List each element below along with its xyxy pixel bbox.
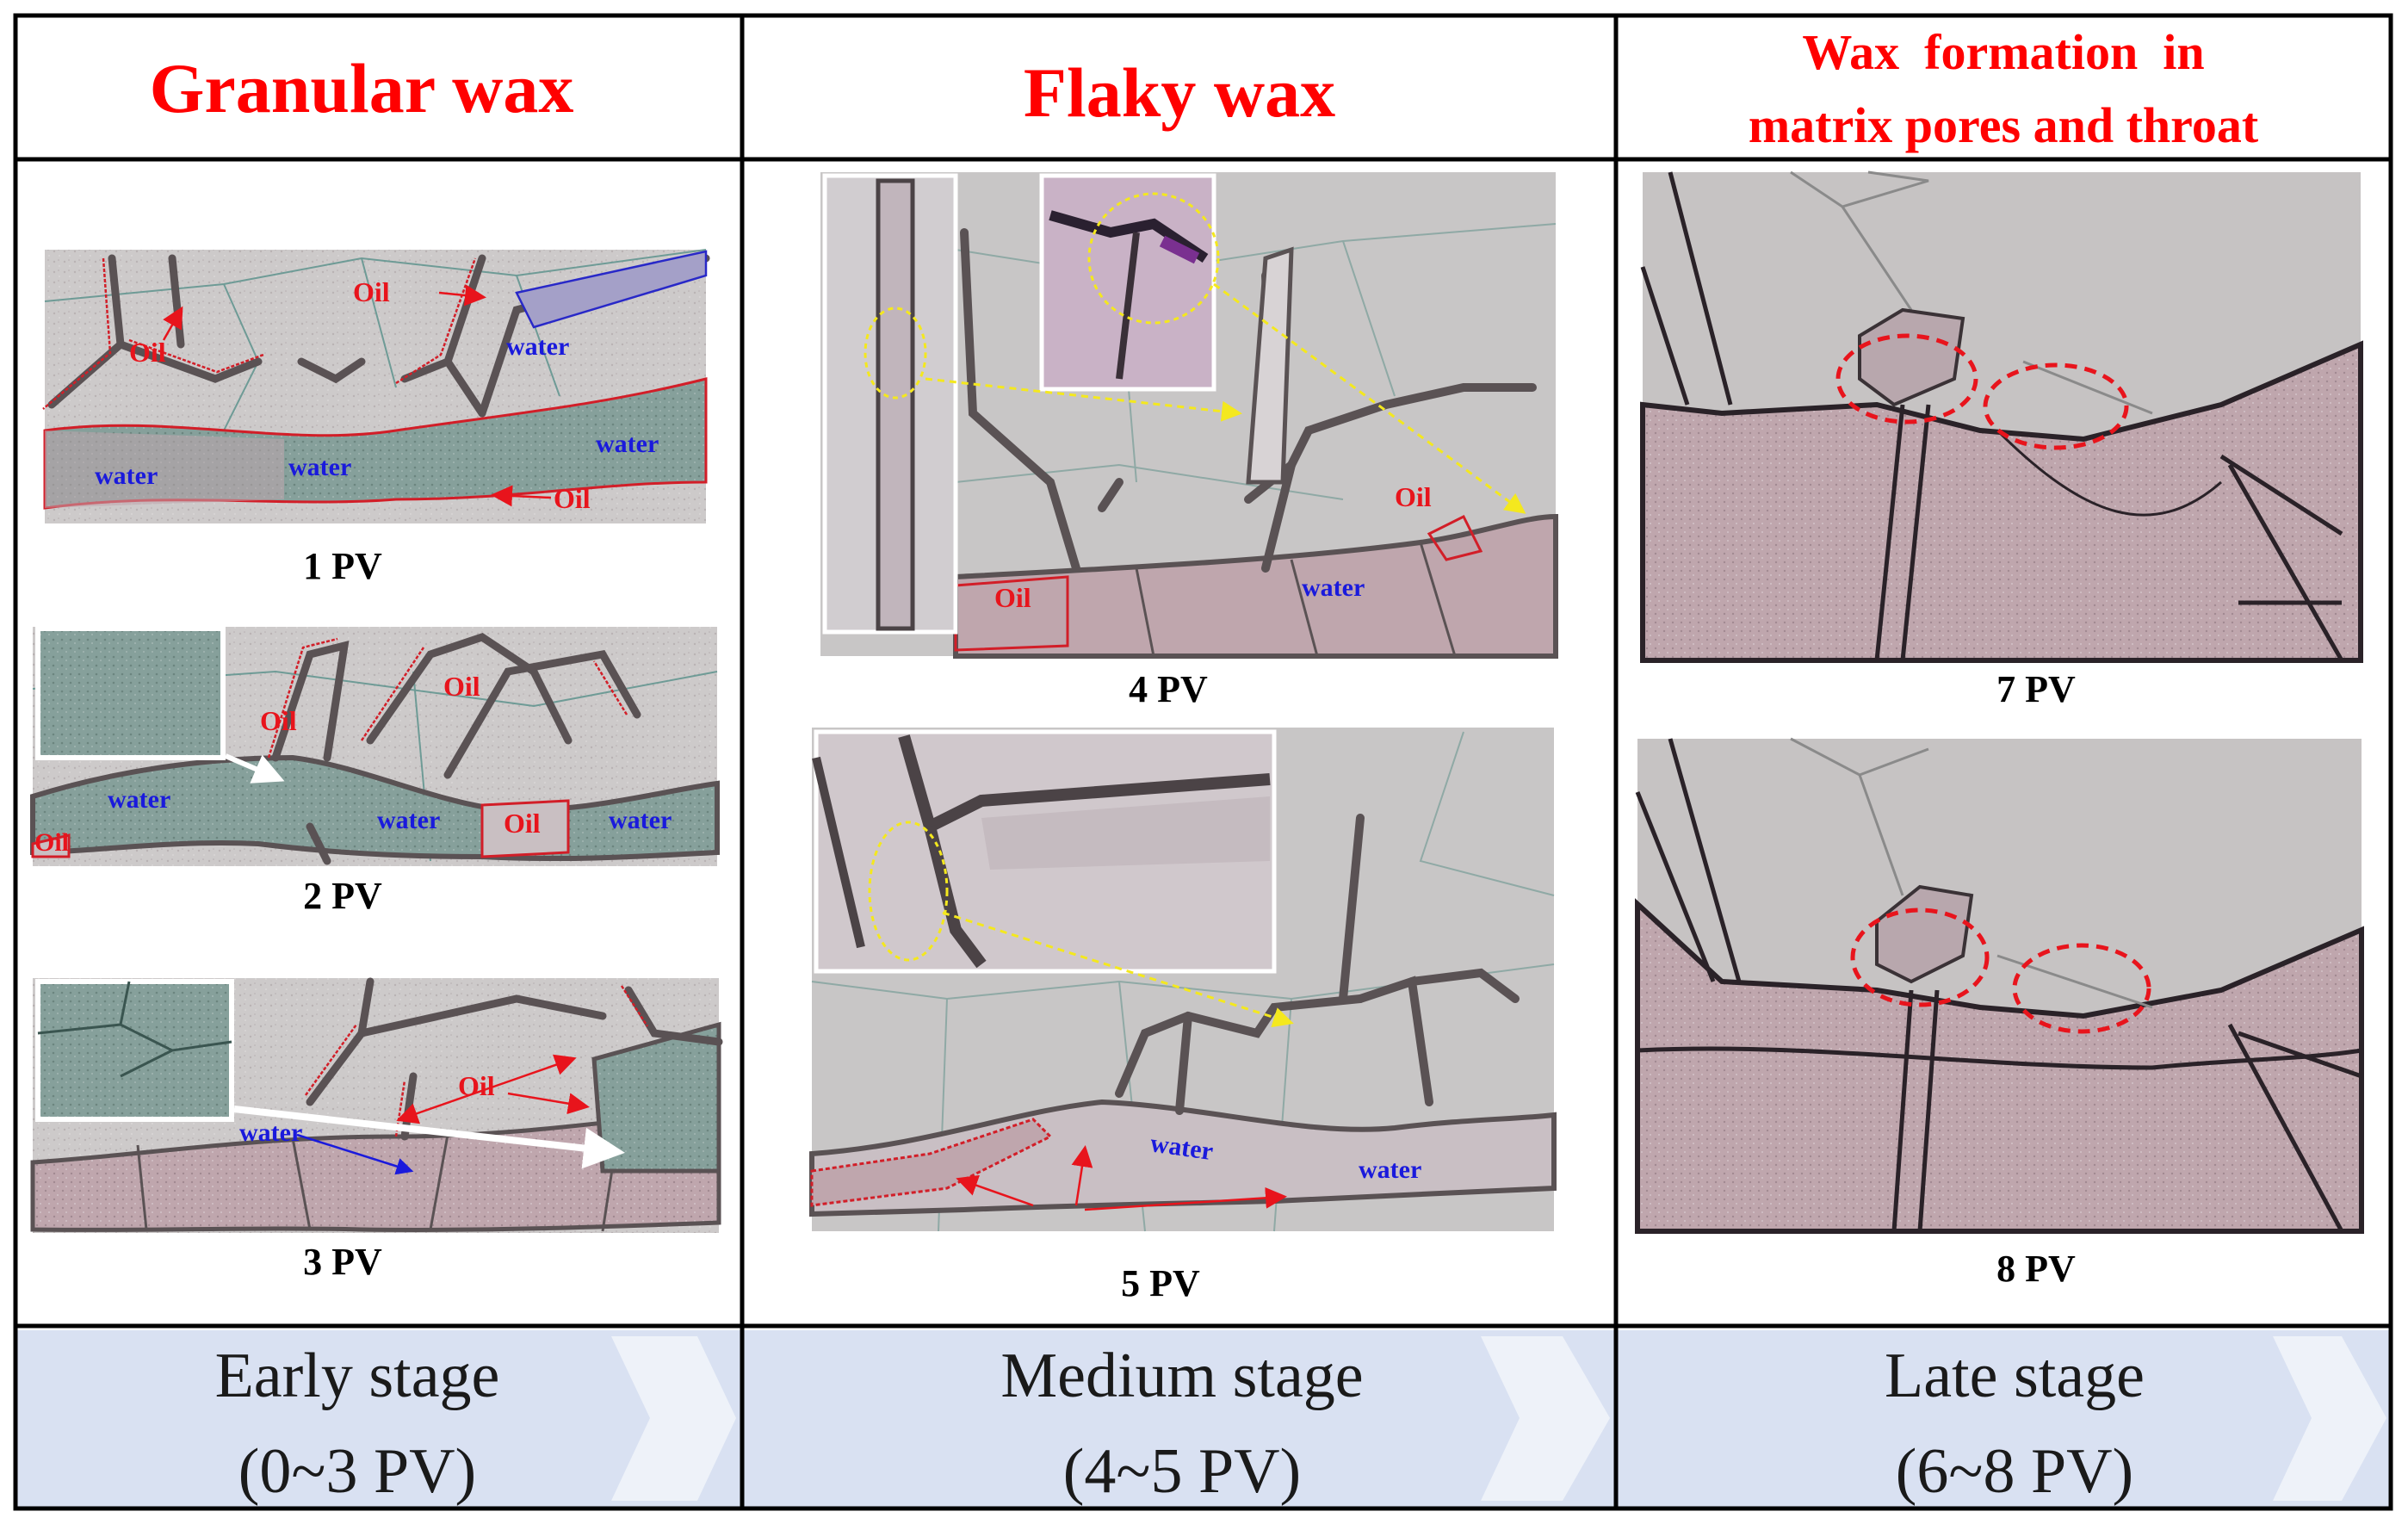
annotation-water: water — [1359, 1155, 1421, 1184]
chevron-late — [2273, 1336, 2386, 1501]
annotation-oil: Oil — [554, 483, 591, 514]
stage-medium-line1: Medium stage — [1000, 1341, 1363, 1411]
panel-label-4pv: 4 PV — [1129, 668, 1208, 710]
micrograph-2pv — [30, 626, 720, 866]
annotation-water: water — [609, 806, 672, 834]
chevron-medium — [1481, 1336, 1610, 1501]
stage-medium-line2: (4~5 PV) — [1063, 1436, 1301, 1507]
annotation-water: water — [288, 453, 351, 481]
header-matrix-line1: Wax formation in — [1802, 24, 2204, 80]
panel-label-5pv: 5 PV — [1121, 1262, 1200, 1304]
annotation-oil: Oil — [994, 582, 1031, 613]
annotation-water: water — [377, 806, 440, 834]
micrograph-4pv — [820, 172, 1558, 659]
micrograph-3pv — [30, 977, 723, 1233]
annotation-water: water — [596, 430, 659, 458]
annotation-water: water — [108, 785, 170, 814]
stage-late-line2: (6~8 PV) — [1896, 1436, 2133, 1507]
header-matrix-line2: matrix pores and throat — [1749, 97, 2259, 153]
annotation-oil: Oil — [458, 1070, 495, 1101]
oil-leader-arrows — [162, 284, 590, 1124]
annotation-water: water — [506, 332, 569, 361]
stage-early-line2: (0~3 PV) — [238, 1436, 476, 1507]
annotation-water: water — [95, 461, 158, 490]
annotation-oil: Oil — [443, 671, 480, 702]
panel-label-2pv: 2 PV — [303, 875, 382, 917]
header-granular-text: Granular wax — [150, 49, 574, 127]
stage-band-medium — [744, 1330, 1614, 1507]
stage-band-early — [17, 1330, 740, 1507]
stage-late-line1: Late stage — [1885, 1341, 2145, 1411]
annotation-oil: Oil — [504, 808, 541, 839]
stage-early-line1: Early stage — [215, 1341, 500, 1411]
micrograph-5pv — [809, 728, 1557, 1232]
panel-label-7pv: 7 PV — [1996, 668, 2076, 710]
header-granular: Granular wax — [150, 49, 574, 127]
annotation-water: water — [239, 1118, 302, 1147]
panel-label-1pv: 1 PV — [303, 545, 382, 587]
panel-label-8pv: 8 PV — [1996, 1248, 2076, 1290]
micrograph-7pv — [1640, 170, 2363, 663]
header-flaky: Flaky wax — [1024, 53, 1335, 132]
annotation-oil: Oil — [353, 276, 390, 307]
annotation-oil: Oil — [34, 828, 69, 857]
annotation-oil: Oil — [129, 337, 166, 368]
micrograph-1pv — [42, 249, 710, 523]
annotation-oil: Oil — [1395, 481, 1432, 512]
annotation-water: water — [1302, 573, 1365, 602]
micrograph-8pv — [1635, 737, 2364, 1234]
panel-label-3pv: 3 PV — [303, 1241, 382, 1283]
chevron-early — [611, 1336, 736, 1501]
stage-band-late — [1618, 1330, 2391, 1507]
annotation-oil: Oil — [260, 705, 297, 736]
header-flaky-text: Flaky wax — [1024, 53, 1335, 132]
table-grid — [13, 13, 2393, 1511]
header-matrix: Wax formation in matrix pores and throat — [1749, 24, 2259, 153]
